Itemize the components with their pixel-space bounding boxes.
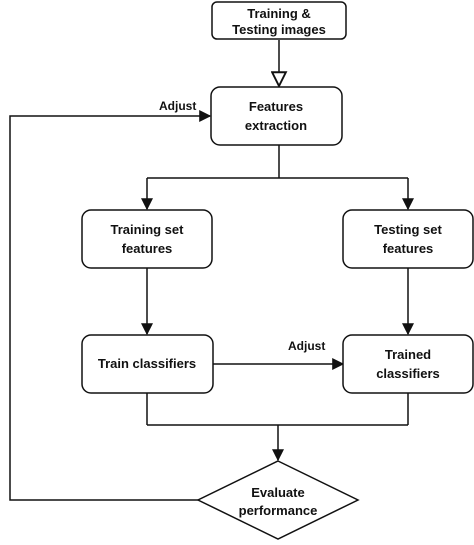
edge-feedback-loop <box>9 110 212 501</box>
training-set-features-line1: Training set <box>111 222 185 237</box>
train-classifiers-node: Train classifiers <box>81 334 214 394</box>
features-extraction-line2: extraction <box>245 118 307 133</box>
trained-classifiers-line2: classifiers <box>376 366 440 381</box>
testing-set-features-line1: Testing set <box>374 222 442 237</box>
features-extraction-line1: Features <box>249 99 303 114</box>
train-classifiers-line1: Train classifiers <box>98 356 196 371</box>
training-set-features-node: Training set features <box>81 209 213 269</box>
train-adjust-label: Adjust <box>288 339 325 353</box>
testing-set-features-node: Testing set features <box>342 209 474 269</box>
input-images-line1: Training & <box>247 6 311 21</box>
features-extraction-node: Features extraction <box>210 86 343 146</box>
evaluate-performance-line1: Evaluate <box>251 485 304 500</box>
trained-classifiers-line1: Trained <box>385 347 431 362</box>
evaluate-performance-line2: performance <box>239 503 318 518</box>
trained-classifiers-node: Trained classifiers <box>342 334 474 394</box>
evaluate-performance-node: Evaluate performance <box>196 460 360 540</box>
training-set-features-line2: features <box>122 241 173 256</box>
input-images-line2: Testing images <box>232 22 326 37</box>
testing-set-features-line2: features <box>383 241 434 256</box>
input-images-node: Training & Testing images <box>211 1 347 40</box>
feedback-adjust-label: Adjust <box>159 99 196 113</box>
